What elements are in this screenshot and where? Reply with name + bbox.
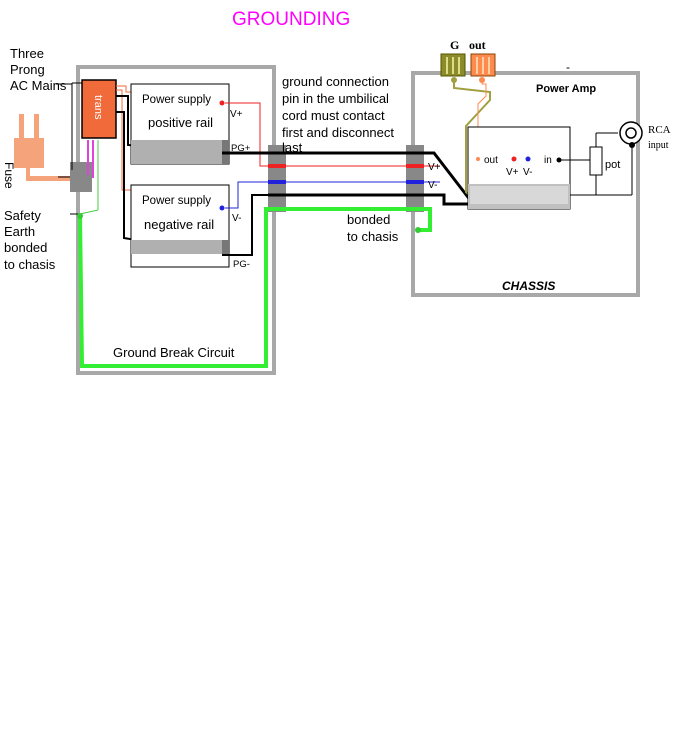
g-terminal-label: G <box>450 38 459 52</box>
ps-positive-pg-label: PG+ <box>231 143 251 154</box>
svg-text:bonded: bonded <box>4 240 47 255</box>
svg-text:last: last <box>282 140 303 155</box>
ps-positive-label-bottom: positive rail <box>148 115 213 130</box>
fuse-label: Fuse <box>2 162 16 189</box>
svg-text:Safety: Safety <box>4 208 41 223</box>
safety-earth-label: Safety Earth bonded to chasis <box>4 208 56 272</box>
earth-bond-point <box>77 213 83 219</box>
svg-text:input: input <box>648 140 669 151</box>
fuse-block <box>70 162 92 192</box>
ps-negative-label-top: Power supply <box>142 195 211 207</box>
svg-text:to chasis: to chasis <box>4 257 56 272</box>
svg-text:to chasis: to chasis <box>347 229 399 244</box>
ps-positive-vplus-terminal <box>219 100 225 106</box>
umbilical-cord <box>286 151 406 197</box>
amp-vplus-label: V+ <box>506 167 519 178</box>
rca-jack-icon <box>619 121 643 148</box>
chassis-label: CHASSIS <box>502 279 555 293</box>
ground-break-label: Ground Break Circuit <box>113 345 235 360</box>
ground-wire <box>78 207 432 368</box>
ps-negative: Power supply negative rail V- PG- <box>130 184 250 270</box>
amp-dash: - <box>566 60 570 74</box>
transformer <box>81 79 117 139</box>
pot-label: pot <box>605 159 620 171</box>
umbilical-connector-psu <box>268 145 286 212</box>
svg-text:AC Mains: AC Mains <box>10 78 67 93</box>
amp-out-label: out <box>484 155 498 166</box>
amp-vplus-side-label: V+ <box>428 162 441 173</box>
transformer-label: trans <box>92 95 104 120</box>
psu-enclosure <box>76 65 276 375</box>
amp-supply-wiring <box>424 151 476 206</box>
svg-text:bonded: bonded <box>347 212 390 227</box>
amp-vplus-dot <box>511 156 517 162</box>
out-terminal-label: out <box>469 38 486 52</box>
amp-vminus-label: V- <box>523 167 532 178</box>
pot <box>589 146 603 176</box>
svg-text:RCA: RCA <box>648 124 671 136</box>
amp-vminus-side-label: V- <box>428 180 437 191</box>
ps-negative-pg-label: PG- <box>233 259 250 270</box>
ps-positive: Power supply positive rail V+ PG+ <box>130 83 251 165</box>
ps-negative-vminus-terminal <box>219 205 225 211</box>
svg-text:Prong: Prong <box>10 62 45 77</box>
svg-text:first and disconnect: first and disconnect <box>282 125 394 140</box>
ground-connection-note: ground connection pin in the umbilical c… <box>282 74 394 155</box>
power-amp-title: Power Amp <box>536 83 596 95</box>
svg-text:ground connection: ground connection <box>282 74 389 89</box>
power-amp-module <box>467 126 571 210</box>
amp-in-label: in <box>544 155 552 166</box>
chassis-bond-point <box>415 227 421 233</box>
diagram-title: GROUNDING <box>232 9 350 30</box>
svg-text:Earth: Earth <box>4 224 35 239</box>
output-lead <box>477 80 487 159</box>
bonded-chasis-label: bonded to chasis <box>347 212 399 244</box>
svg-text:cord must contact: cord must contact <box>282 108 385 123</box>
ac-mains-label: Three Prong AC Mains <box>10 46 67 93</box>
umbilical-connector-amp <box>406 145 424 212</box>
svg-text:Three: Three <box>10 46 44 61</box>
svg-text:pin in the umbilical: pin in the umbilical <box>282 91 389 106</box>
rca-label: RCA input <box>648 124 671 151</box>
rail-wiring <box>222 102 270 256</box>
earth-lead <box>453 80 491 204</box>
ps-negative-label-bottom: negative rail <box>144 217 214 232</box>
ps-positive-vplus-label: V+ <box>230 109 243 120</box>
amp-vminus-dot <box>525 156 531 162</box>
amp-out-terminal <box>476 157 480 161</box>
ac-plug-icon <box>14 114 86 181</box>
output-terminals <box>440 53 496 83</box>
ps-negative-vminus-label: V- <box>232 213 241 224</box>
ps-positive-label-top: Power supply <box>142 94 211 106</box>
